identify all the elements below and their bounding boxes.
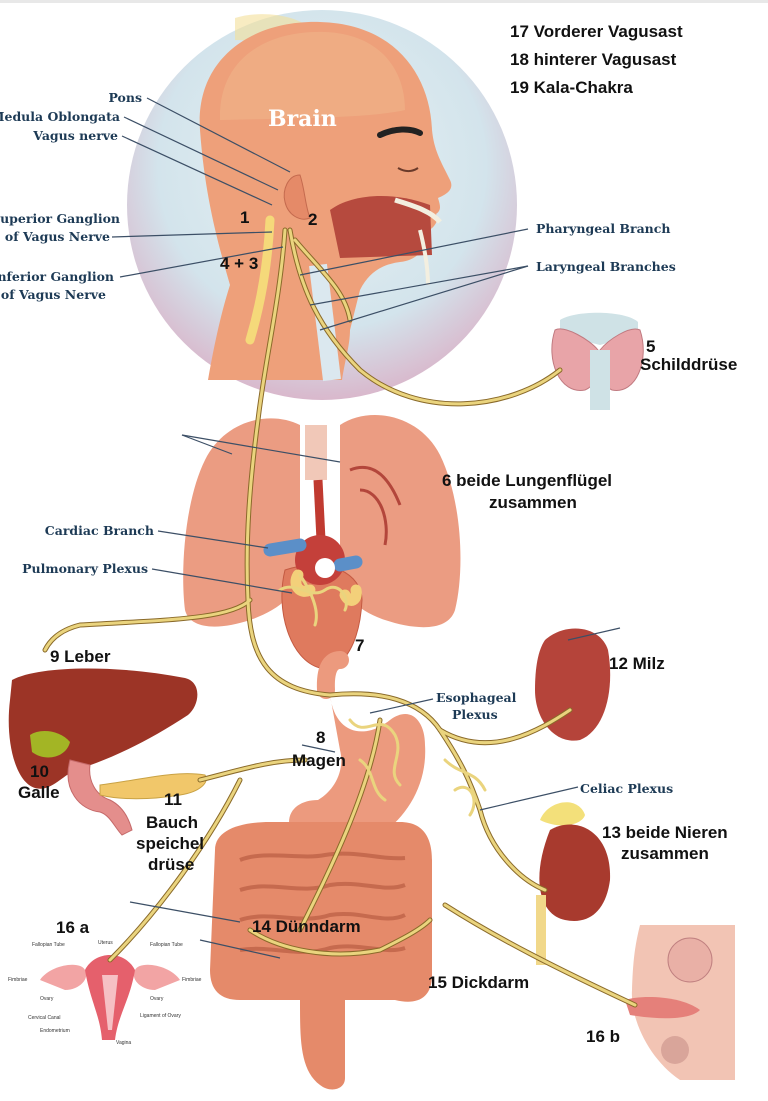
thyroid <box>551 312 644 410</box>
pancreas-label-line3: drüse <box>148 855 195 874</box>
small-intestine-label: 14 Dünndarm <box>252 917 361 936</box>
top-border <box>0 0 768 3</box>
vagus-nerve-label: Vagus nerve <box>33 128 118 143</box>
eyebrow <box>377 126 423 138</box>
gallbladder-label: Galle <box>18 783 60 802</box>
legend: 17 Vorderer Vagusast 18 hinterer Vagusas… <box>510 18 683 102</box>
legend-item-17: 17 Vorderer Vagusast <box>510 22 683 41</box>
marker-11: 11 <box>164 790 182 809</box>
stomach <box>289 695 426 850</box>
head <box>199 21 452 382</box>
spleen <box>535 628 611 741</box>
superior-ganglion-label-line1: Superior Ganglion <box>0 211 120 226</box>
legend-item-19: 19 Kala-Chakra <box>510 78 633 97</box>
marker-8: 8 <box>316 728 326 747</box>
legend-item-18: 18 hinterer Vagusast <box>510 50 677 69</box>
pulmonary-plexus-label: Pulmonary Plexus <box>22 561 148 576</box>
uterus-fimbriae-right-label: Fimbriae <box>182 977 202 983</box>
brain-shape <box>219 31 405 120</box>
uterus-uterus-label: Uterus <box>98 940 113 946</box>
pharyngeal-branch-label: Pharyngeal Branch <box>536 221 671 236</box>
uterus-cervical-canal-label: Cervical Canal <box>28 1015 61 1021</box>
medulla-label: Medula Oblongata <box>0 109 120 124</box>
pancreas <box>67 759 207 836</box>
pancreas-label-line1: Bauch <box>146 813 198 832</box>
esophageal-plexus-label-line2: Plexus <box>452 707 498 722</box>
upper-teeth <box>394 197 442 224</box>
kidneys-label-line2: zusammen <box>621 844 709 863</box>
pancreas-label-line2: speichel <box>136 834 205 853</box>
uterus-fallopian-right-label: Fallopian Tube <box>150 942 183 948</box>
marker-4-3: 4 + 3 <box>220 254 259 273</box>
marker-7: 7 <box>355 636 365 655</box>
superior-ganglion-label-line2: of Vagus Nerve <box>4 229 110 244</box>
marker-2: 2 <box>308 210 318 229</box>
lungs-label-line1: 6 beide Lungenflügel <box>442 471 613 490</box>
oral-cavity <box>330 195 432 258</box>
trachea <box>309 263 341 382</box>
closed-eye <box>397 167 419 172</box>
uterus-endometrium-label: Endometrium <box>40 1028 70 1034</box>
male-pelvis <box>625 925 735 1080</box>
thyroid-label: Schilddrüse <box>640 355 738 374</box>
lungs-label-line2: zusammen <box>489 493 577 512</box>
kidneys-label-line1: 13 beide Nieren <box>602 823 728 842</box>
marker-1: 1 <box>240 208 250 227</box>
inferior-ganglion-label-line2: of Vagus Nerve <box>0 287 106 302</box>
marker-16b: 16 b <box>586 1027 621 1046</box>
ear <box>283 174 311 220</box>
uterus-fimbriae-left-label: Fimbriae <box>8 977 28 983</box>
inferior-ganglion-label-line1: Inferior Ganglion <box>0 269 114 284</box>
kidney <box>536 802 611 965</box>
spleen-label: 12 Milz <box>609 654 665 673</box>
leader-lines <box>111 97 621 959</box>
celiac-plexus-label: Celiac Plexus <box>580 781 674 796</box>
uterus-vagina-label: Vagina <box>116 1040 132 1046</box>
liver <box>8 668 198 789</box>
intestines <box>210 822 432 1090</box>
brain-label: Brain <box>268 106 337 132</box>
large-intestine-label: 15 Dickdarm <box>428 973 530 992</box>
esophagus <box>316 651 349 699</box>
lungs <box>183 415 461 628</box>
uterus-ovary-left-label: Ovary <box>40 996 54 1002</box>
uterus <box>40 955 180 1040</box>
pons-label: Pons <box>108 90 142 105</box>
cardiac-branch-label: Cardiac Branch <box>44 523 154 538</box>
stomach-label: Magen <box>292 751 346 770</box>
marker-10: 10 <box>30 762 49 781</box>
laryngeal-branches-label: Laryngeal Branches <box>536 259 676 274</box>
liver-label: 9 Leber <box>50 647 111 666</box>
vagus-nerve-paths <box>42 227 638 1008</box>
uterus-ligament-label: Ligament of Ovary <box>140 1013 181 1019</box>
esophageal-plexus-label-line1: Esophageal <box>436 690 517 705</box>
marker-5: 5 <box>646 337 656 356</box>
marker-16a: 16 a <box>56 918 90 937</box>
lower-teeth <box>418 229 430 286</box>
uterus-fallopian-left-label: Fallopian Tube <box>32 942 65 948</box>
spinal-column <box>245 215 275 345</box>
uterus-ovary-right-label: Ovary <box>150 996 164 1002</box>
